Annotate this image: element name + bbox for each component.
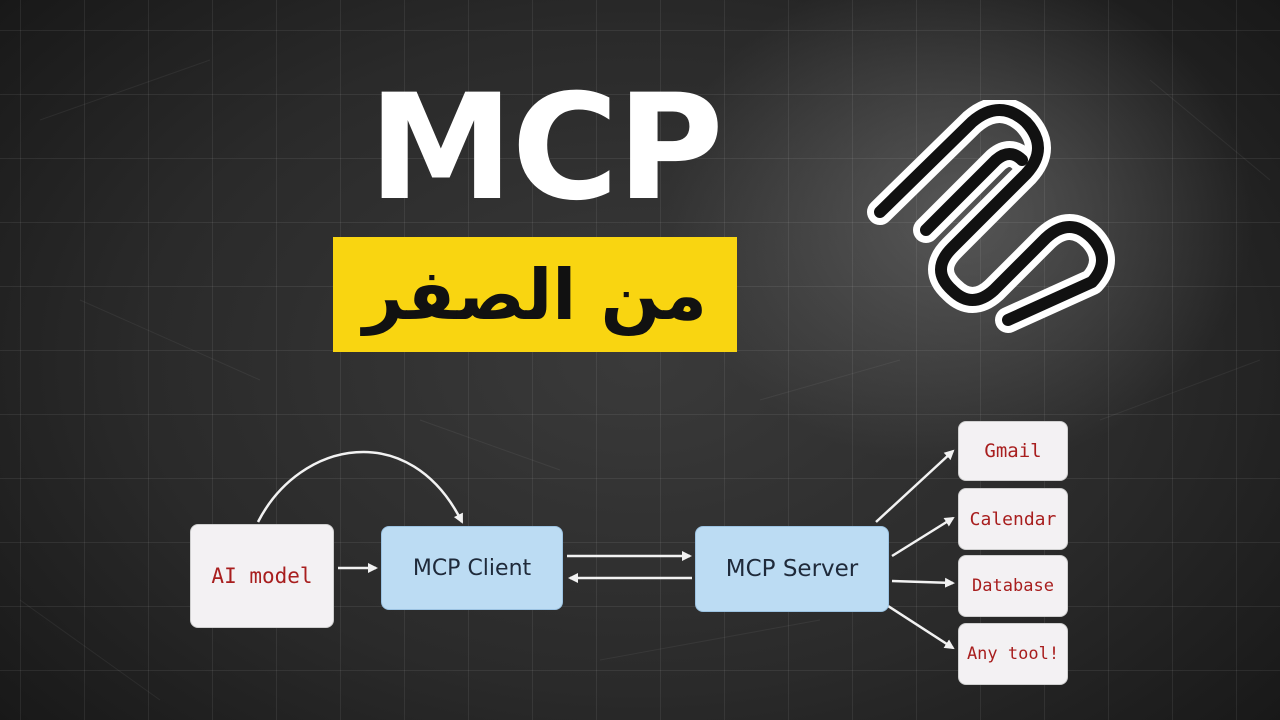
mcp-server-box: MCP Server bbox=[695, 526, 889, 612]
mcp-client-box: MCP Client bbox=[381, 526, 563, 610]
mcp-server-label: MCP Server bbox=[725, 556, 859, 582]
tool-label-gmail: Gmail bbox=[984, 440, 1042, 462]
tool-box-calendar: Calendar bbox=[958, 488, 1068, 550]
tool-label-calendar: Calendar bbox=[969, 508, 1057, 530]
tool-box-database: Database bbox=[958, 555, 1068, 617]
tool-label-any-tool: Any tool! bbox=[966, 644, 1060, 664]
ai-model-box: AI model bbox=[190, 524, 334, 628]
page-title: MCP bbox=[368, 63, 723, 233]
tool-label-database: Database bbox=[972, 576, 1054, 596]
mcp-logo-icon bbox=[867, 100, 1115, 333]
arrow-server-to-gmail bbox=[875, 449, 955, 523]
tool-box-gmail: Gmail bbox=[958, 421, 1068, 481]
subtitle-banner: من الصفر bbox=[333, 237, 737, 352]
arrow-server-to-database bbox=[891, 577, 955, 588]
arrow-server-to-any-tool bbox=[887, 604, 955, 650]
mcp-client-label: MCP Client bbox=[412, 555, 532, 581]
ai-model-label: AI model bbox=[211, 564, 313, 588]
arrow-model-to-client-curve bbox=[256, 450, 464, 524]
subtitle-text: من الصفر bbox=[363, 253, 707, 336]
tool-box-any-tool: Any tool! bbox=[958, 623, 1068, 685]
arrow-server-to-calendar bbox=[891, 516, 955, 558]
